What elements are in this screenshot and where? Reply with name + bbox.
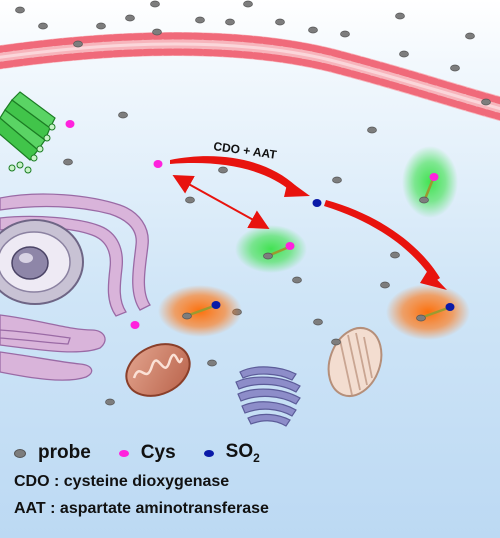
free-cys [65, 120, 140, 329]
probe-so2-adduct [416, 303, 455, 322]
probe-so2-adduct [182, 301, 221, 320]
endoplasmic-reticulum [0, 193, 151, 381]
so2-molecule [312, 199, 322, 207]
orange-fluorescence-glow [386, 284, 470, 340]
legend-probe-label: probe [38, 442, 91, 463]
green-organelle [0, 91, 56, 174]
probe-cys-adduct [419, 173, 439, 204]
green-fluorescence-glow [235, 225, 307, 273]
aat-definition: AAT : aspartate aminotransferase [14, 500, 269, 517]
mitochondrion-pale [327, 327, 383, 397]
legend: probe Cys SO2 CDO : cysteine dioxygenase… [14, 438, 269, 522]
probe-legend-icon [14, 448, 26, 458]
detection-arrow [324, 200, 447, 290]
cys-legend-icon [118, 449, 129, 457]
reversible-arrow [172, 175, 270, 229]
legend-cys-label: Cys [140, 442, 176, 463]
golgi-apparatus [235, 366, 301, 427]
cdo-definition: CDO : cysteine dioxygenase [14, 473, 230, 490]
extracellular-probes [15, 0, 491, 106]
legend-so2-label: SO2 [225, 441, 260, 465]
legend-symbols: probe Cys SO2 [14, 438, 269, 468]
nucleus [0, 219, 84, 305]
so2-legend-icon [203, 449, 214, 457]
cys-molecule [153, 160, 163, 168]
mitochondrion [125, 343, 191, 397]
green-fluorescence-glow [402, 146, 458, 218]
cell-membrane [0, 32, 500, 122]
conversion-arrow [170, 156, 310, 197]
probe-cys-adduct [263, 242, 295, 260]
